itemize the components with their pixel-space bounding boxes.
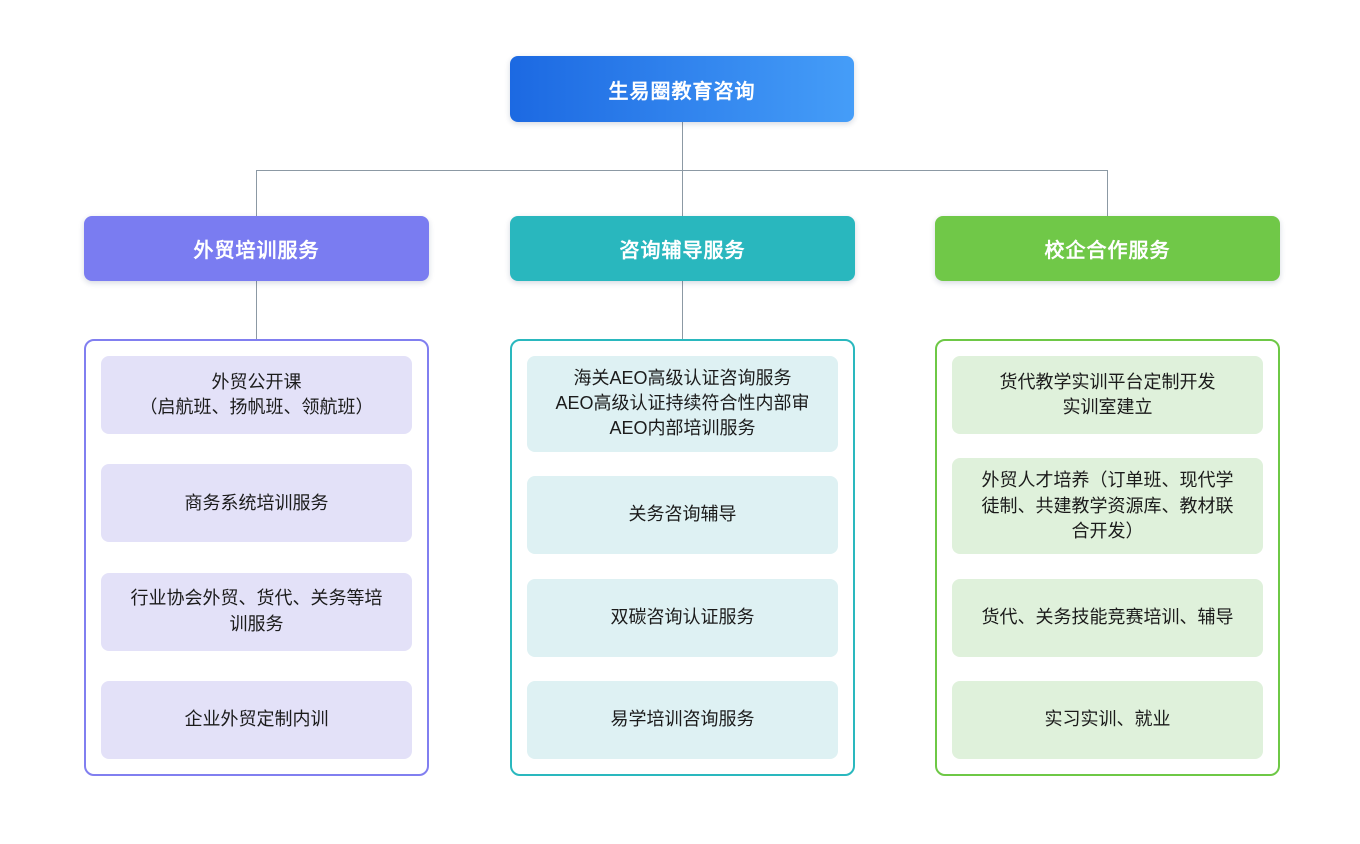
connector-panel2-vertical [682, 281, 683, 339]
branch-header-label: 外贸培训服务 [193, 240, 320, 262]
connector-branch1-vertical [256, 170, 257, 216]
service-item: 外贸人才培养（订单班、现代学 徒制、共建教学资源库、教材联 合开发） [952, 458, 1263, 555]
root-node: 生易圈教育咨询 [510, 56, 854, 122]
branch-header-consulting: 咨询辅导服务 [510, 216, 855, 281]
service-item: 行业协会外贸、货代、关务等培 训服务 [101, 572, 412, 651]
branch-header-label: 咨询辅导服务 [619, 240, 746, 262]
branch-header-school-enterprise: 校企合作服务 [935, 216, 1280, 281]
service-item: 货代教学实训平台定制开发 实训室建立 [952, 356, 1263, 434]
service-item: 外贸公开课 （启航班、扬帆班、领航班） [101, 356, 412, 434]
branch-panel-school-enterprise: 货代教学实训平台定制开发 实训室建立 外贸人才培养（订单班、现代学 徒制、共建教… [935, 339, 1280, 776]
service-item: 海关AEO高级认证咨询服务 AEO高级认证持续符合性内部审 AEO内部培训服务 [527, 356, 838, 452]
service-item: 双碳咨询认证服务 [527, 578, 838, 657]
branch-header-trade-training: 外贸培训服务 [84, 216, 429, 281]
branch-header-label: 校企合作服务 [1044, 240, 1171, 262]
connector-branch3-vertical [1107, 170, 1108, 216]
connector-root-vertical [682, 121, 683, 170]
branch-panel-consulting: 海关AEO高级认证咨询服务 AEO高级认证持续符合性内部审 AEO内部培训服务 … [510, 339, 855, 776]
service-item: 货代、关务技能竞赛培训、辅导 [952, 578, 1263, 657]
service-item: 实习实训、就业 [952, 680, 1263, 759]
connector-branch2-vertical [682, 170, 683, 216]
service-item: 企业外贸定制内训 [101, 680, 412, 759]
root-node-label: 生易圈教育咨询 [608, 80, 756, 103]
branch-panel-trade-training: 外贸公开课 （启航班、扬帆班、领航班） 商务系统培训服务 行业协会外贸、货代、关… [84, 339, 429, 776]
service-item: 关务咨询辅导 [527, 476, 838, 555]
service-item: 易学培训咨询服务 [527, 680, 838, 759]
service-item: 商务系统培训服务 [101, 464, 412, 543]
connector-main-horizontal [256, 170, 1107, 171]
connector-panel1-vertical [256, 281, 257, 339]
